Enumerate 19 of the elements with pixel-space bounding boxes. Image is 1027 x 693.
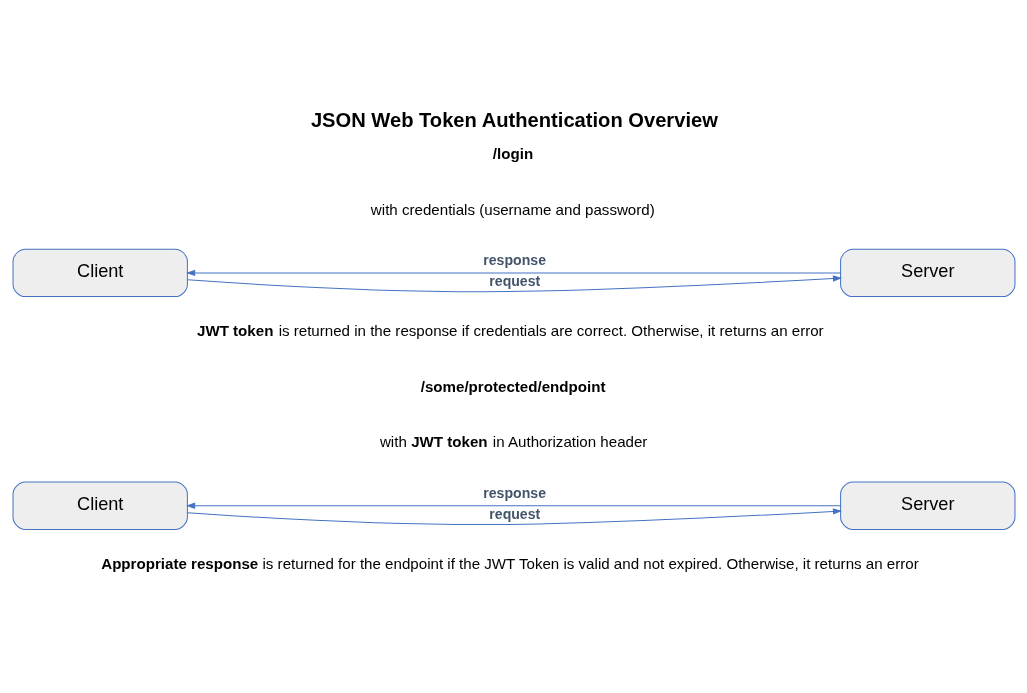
label: with JWT token in Authorization header bbox=[379, 433, 647, 451]
node-box: Client bbox=[12, 248, 188, 298]
node-box: Server bbox=[839, 248, 1015, 298]
edge-label: response bbox=[482, 484, 546, 501]
label: Appropriate response is returned for the endpoint if the JWT Token is valid and not expired. Otherwise, it returns an error bbox=[100, 555, 919, 573]
arrow bbox=[185, 269, 841, 277]
label: JWT token is returned in the response if credentials are correct. Otherwise, it returns an error bbox=[196, 322, 824, 340]
label: with credentials (username and password) bbox=[370, 201, 655, 219]
arrow bbox=[186, 508, 842, 525]
node-box: Client bbox=[12, 481, 188, 530]
edge-label: request bbox=[488, 273, 540, 290]
edge-label: response bbox=[482, 252, 546, 269]
arrow bbox=[185, 502, 841, 509]
arrow bbox=[186, 275, 842, 293]
label: /login bbox=[492, 145, 533, 163]
label: /some/protected/endpoint bbox=[420, 377, 605, 395]
node-box: Server bbox=[839, 481, 1015, 530]
edge-label: request bbox=[488, 506, 540, 523]
diagram-title: JSON Web Token Authentication Overview bbox=[310, 109, 718, 132]
